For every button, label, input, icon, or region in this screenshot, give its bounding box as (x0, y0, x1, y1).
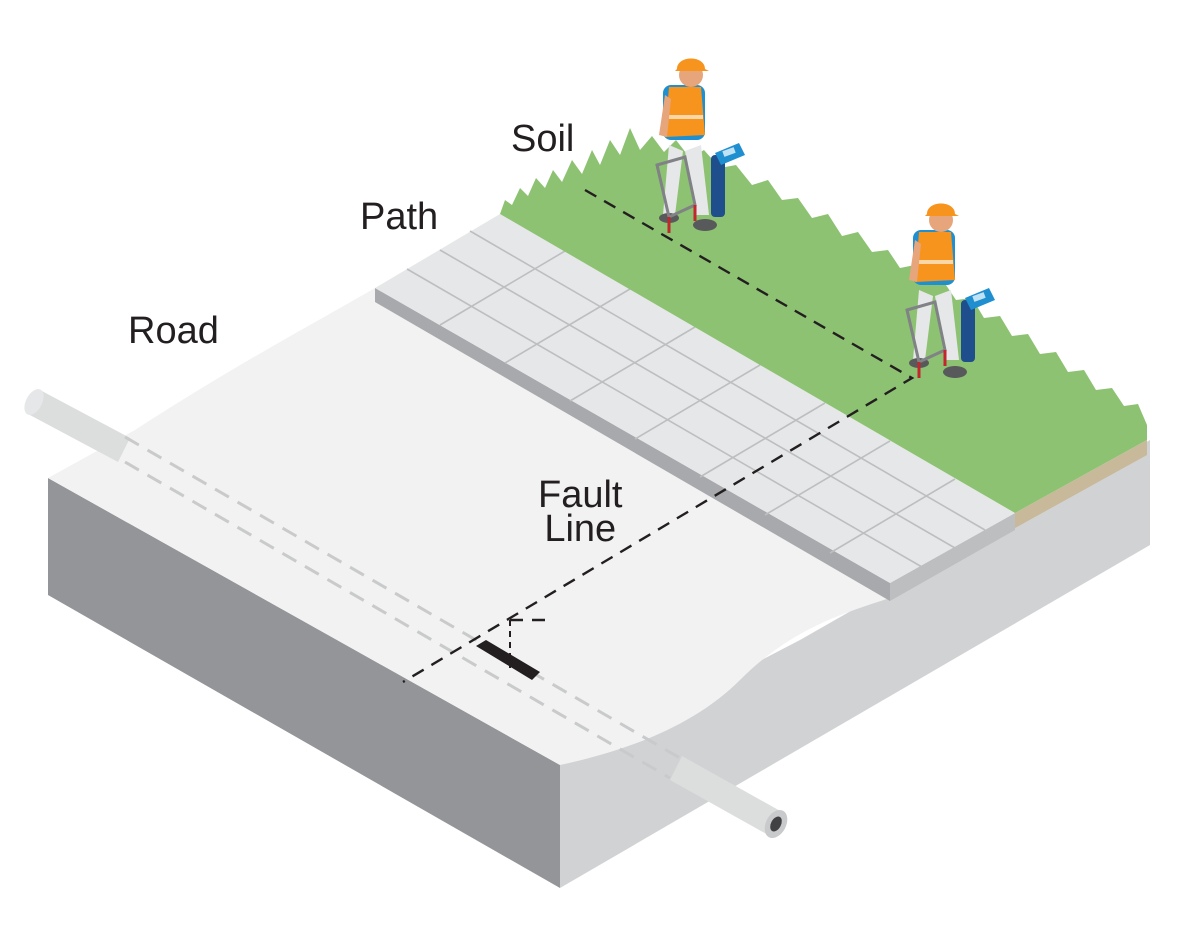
road-front-face (48, 478, 560, 888)
road-label: Road (128, 310, 219, 352)
pipe-back (24, 389, 130, 462)
soil-edge (1015, 440, 1147, 528)
pipe-front (670, 756, 788, 839)
buried-cable-fault-icon (476, 620, 540, 680)
path-tile-grid (406, 230, 986, 568)
road-surface (48, 288, 890, 765)
fault-line-path (402, 188, 915, 684)
buried-pipe-dashes (124, 435, 681, 780)
worker-with-ground-probe-icon (905, 203, 995, 378)
fault-line-label-line2: Line (544, 508, 617, 550)
path-label: Path (360, 196, 439, 238)
worker-with-ground-probe-icon (655, 58, 745, 233)
fault-line-label: Fault Line (538, 474, 623, 550)
path-side-face (375, 288, 890, 601)
path-right-face (890, 513, 1015, 601)
soil-label: Soil (511, 118, 575, 160)
fault-line-label-line1: Fault (538, 474, 623, 516)
grass-surface (500, 128, 1147, 513)
